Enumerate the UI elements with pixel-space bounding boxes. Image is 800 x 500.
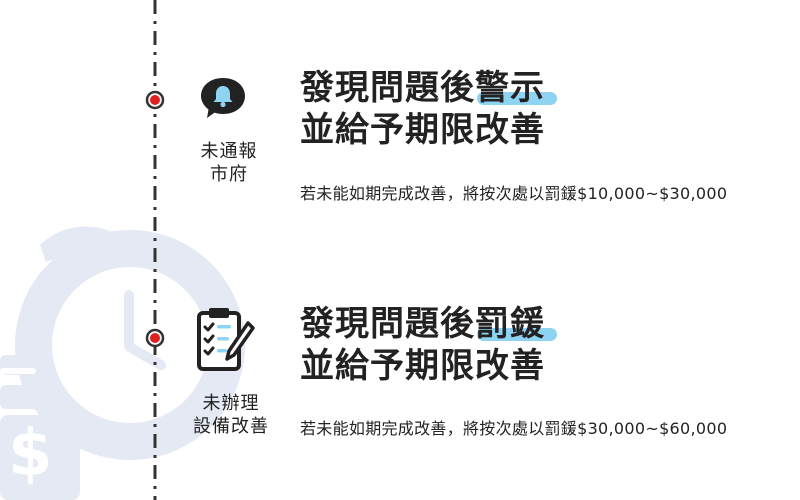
svg-text:$: $ (8, 417, 53, 491)
headline-highlight-text: 警示 (475, 68, 545, 108)
category-line: 市府 (210, 164, 248, 185)
headline-highlight: 警示 (475, 67, 557, 109)
category-label-1: 未通報 市府 (174, 140, 284, 186)
category-label-2: 未辦理 設備改善 (176, 392, 286, 438)
headline-line-2: 並給予期限改善 (300, 110, 545, 150)
penalty-note-1: 若未能如期完成改善，將按次處以罰鍰$10,000~$30,000 (300, 184, 728, 203)
category-line: 未通報 (200, 141, 258, 162)
bell-chat-icon (201, 78, 245, 118)
headline-line-1: 發現問題後罰鍰 (300, 303, 557, 345)
headline-line-2: 並給予期限改善 (300, 346, 545, 386)
clipboard-checklist-icon (197, 308, 255, 371)
headline-line-1: 發現問題後警示 (300, 67, 557, 109)
category-line: 未辦理 (202, 393, 260, 414)
headline-plain-text: 發現問題後 (300, 304, 475, 344)
headline-2: 發現問題後罰鍰 並給予期限改善 (300, 303, 557, 387)
headline-1: 發現問題後警示 並給予期限改善 (300, 67, 557, 151)
headline-highlight-text: 罰鍰 (475, 304, 545, 344)
headline-highlight: 罰鍰 (475, 303, 557, 345)
headline-plain-text: 發現問題後 (300, 68, 475, 108)
category-line: 設備改善 (193, 416, 269, 437)
penalty-note-2: 若未能如期完成改善，將按次處以罰鍰$30,000~$60,000 (300, 419, 728, 438)
